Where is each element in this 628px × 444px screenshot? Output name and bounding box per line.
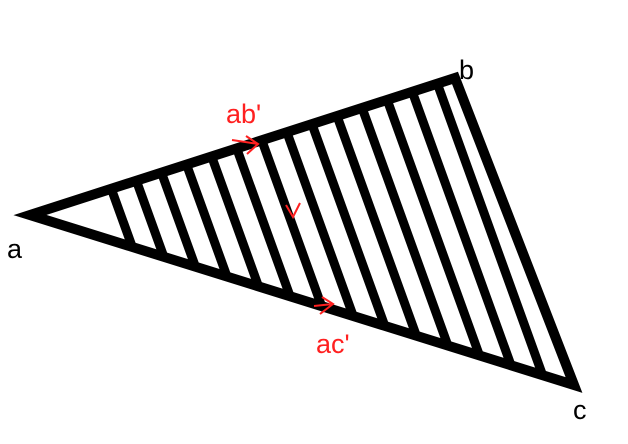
edge-bc-arrow <box>285 202 301 220</box>
vertex-label-c: c <box>573 395 587 425</box>
triangle-outline <box>13 71 583 393</box>
vertex-label-a: a <box>7 234 23 264</box>
edge-label-ac: ac' <box>316 329 350 359</box>
vertex-label-b: b <box>459 55 474 85</box>
hatching <box>67 78 574 385</box>
edge-label-ab: ab' <box>226 99 261 129</box>
edge-ac-arrow <box>313 296 335 315</box>
edge-ab-arrow <box>231 135 260 155</box>
